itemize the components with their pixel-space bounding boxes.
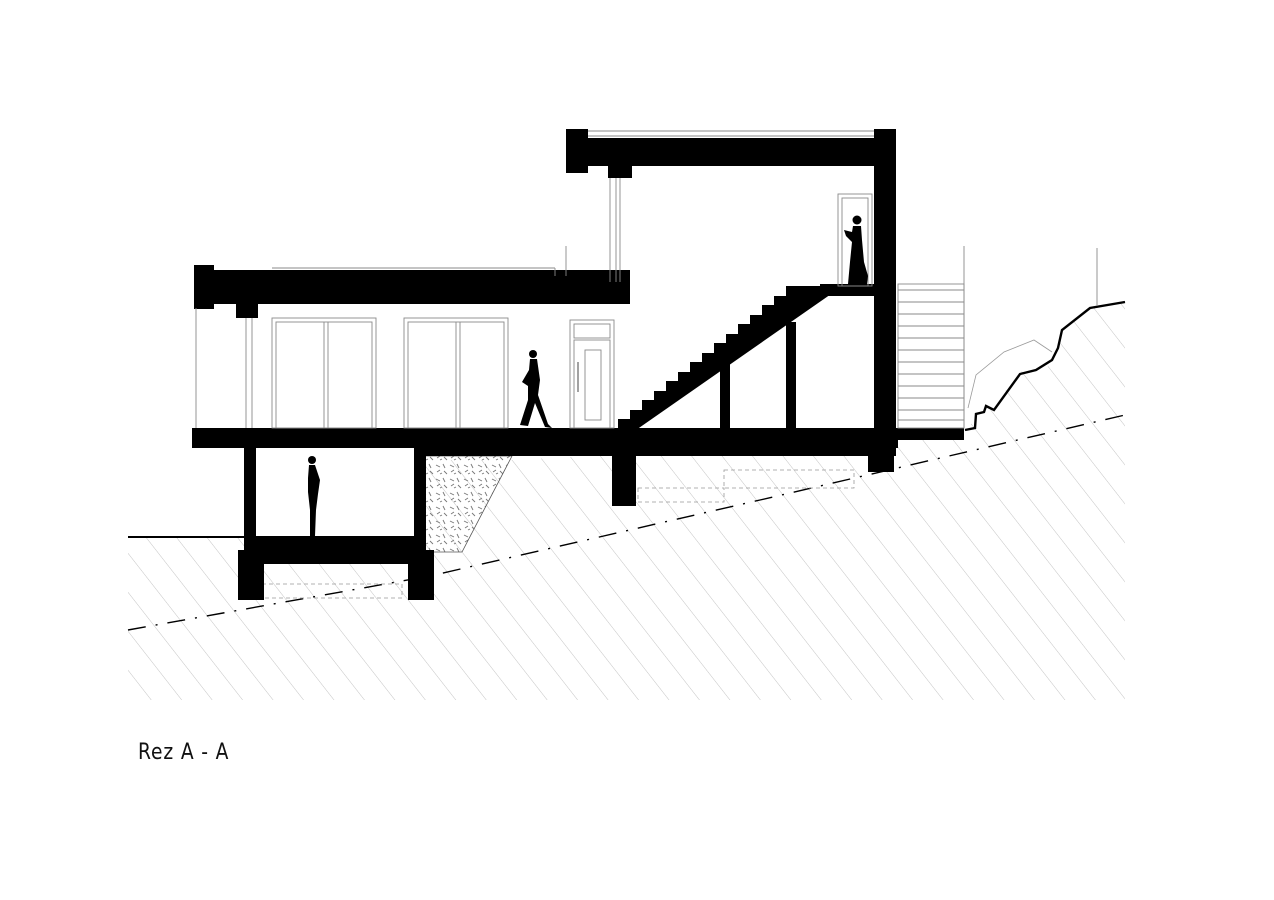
structure-cut xyxy=(192,129,964,600)
upper-roof-parapet-left xyxy=(566,129,588,173)
right-wall xyxy=(874,150,896,456)
hidden-footing-right xyxy=(723,469,855,489)
lower-roof-edge xyxy=(555,282,630,304)
upper-lintel xyxy=(608,166,632,178)
basement-wall-left xyxy=(244,446,256,546)
upper-roof-slab xyxy=(566,138,896,166)
main-floor-slab xyxy=(192,428,898,448)
lower-roof-parapet xyxy=(194,265,214,309)
basement-beam xyxy=(264,550,408,564)
upper-landing xyxy=(820,284,896,296)
floor-beam-right xyxy=(424,446,896,456)
basement-footing-left xyxy=(238,550,264,600)
lower-lintel xyxy=(236,304,258,318)
terrain-profile xyxy=(964,300,1126,432)
basement-footing-right xyxy=(408,550,434,600)
section-caption: Rez A - A xyxy=(138,740,230,765)
stair-post-2 xyxy=(786,322,796,430)
person-standing-upper xyxy=(844,215,868,284)
elevation-lines xyxy=(195,130,1098,429)
mid-footing xyxy=(612,446,636,506)
entry-door xyxy=(569,319,615,429)
basement-wall-right xyxy=(414,446,426,546)
basement-floor xyxy=(244,536,426,550)
hidden-footing-mid xyxy=(637,487,725,503)
person-walking xyxy=(520,350,552,428)
person-standing-basement xyxy=(308,456,320,536)
human-figures xyxy=(308,215,868,536)
right-footing xyxy=(868,446,894,472)
terrace-railing xyxy=(897,283,965,429)
stair-post-1 xyxy=(720,362,730,430)
staircase xyxy=(618,286,834,430)
rock-outline xyxy=(967,339,1053,409)
terrace-slab xyxy=(896,428,964,440)
